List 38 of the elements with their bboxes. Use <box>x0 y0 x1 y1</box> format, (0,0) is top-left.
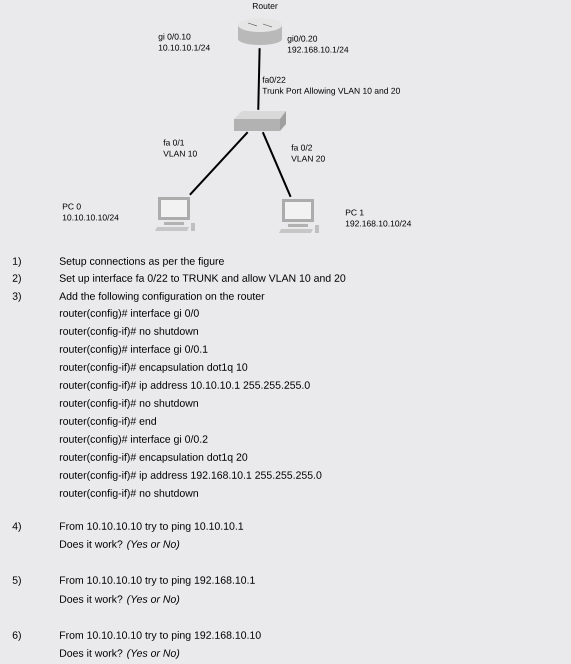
instruction-text: router(config-if)# encapsulation dot1q 10 <box>60 363 248 373</box>
instruction-text: Does it work? (Yes or No) <box>60 540 180 550</box>
instruction-text: router(config-if)# no shutdown <box>60 327 198 337</box>
device-label: PC 0 10.10.10.10/24 <box>62 204 119 220</box>
interface-label: gi 0/0.10 10.10.10.1/24 <box>158 33 210 51</box>
step-number: 6) <box>12 631 21 641</box>
device-label: PC 1 192.168.10.10/24 <box>346 210 412 226</box>
cable <box>189 132 248 196</box>
cable <box>262 132 292 198</box>
instruction-text: router(config-if)# ip address 192.168.10.1 255.255.255.0 <box>60 471 322 481</box>
instruction-text: Add the following configuration on the router <box>59 292 264 302</box>
instruction-text: Does it work? (Yes or No) <box>60 649 180 659</box>
step-number: 2) <box>12 274 21 284</box>
step-number: 4) <box>12 522 21 532</box>
instruction-text: router(config-if)# ip address 10.10.10.1 255.255.255.0 <box>60 381 310 391</box>
instruction-text: From 10.10.10.10 try to ping 192.168.10.1 <box>60 576 255 586</box>
switch-icon <box>234 111 286 131</box>
instruction-text: router(config-if)# no shutdown <box>60 399 198 409</box>
interface-label: gi0/0.20 192.168.10.1/24 <box>288 35 348 53</box>
instruction-text: Set up interface fa 0/22 to TRUNK and allow VLAN 10 and 20 <box>60 274 346 284</box>
instruction-text: router(config-if)# encapsulation dot1q 20 <box>60 453 248 463</box>
instruction-text: router(config)# interface gi 0/0.2 <box>60 435 208 445</box>
instruction-text: Does it work? (Yes or No) <box>60 595 180 605</box>
edge-label: fa 0/1 VLAN 10 <box>163 139 197 157</box>
cable <box>257 48 261 110</box>
step-number: 1) <box>13 257 21 267</box>
instruction-text: router(config)# interface gi 0/0 <box>60 309 199 319</box>
instruction-text: From 10.10.10.10 try to ping 10.10.10.1 <box>60 522 244 532</box>
edge-label: fa 0/2 VLAN 20 <box>291 144 325 162</box>
edge-label: fa0/22 Trunk Port Allowing VLAN 10 and 20 <box>262 76 400 96</box>
instruction-text: router(config)# interface gi 0/0.1 <box>60 345 208 355</box>
device-label: Router <box>252 3 278 9</box>
step-number: 5) <box>12 576 21 586</box>
instruction-text: router(config-if)# no shutdown <box>60 489 198 499</box>
instruction-text: router(config-if)# end <box>60 417 156 427</box>
instruction-text: From 10.10.10.10 try to ping 192.168.10.10 <box>60 631 261 641</box>
instruction-text: Setup connections as per the figure <box>60 257 224 267</box>
step-number: 3) <box>12 292 21 302</box>
